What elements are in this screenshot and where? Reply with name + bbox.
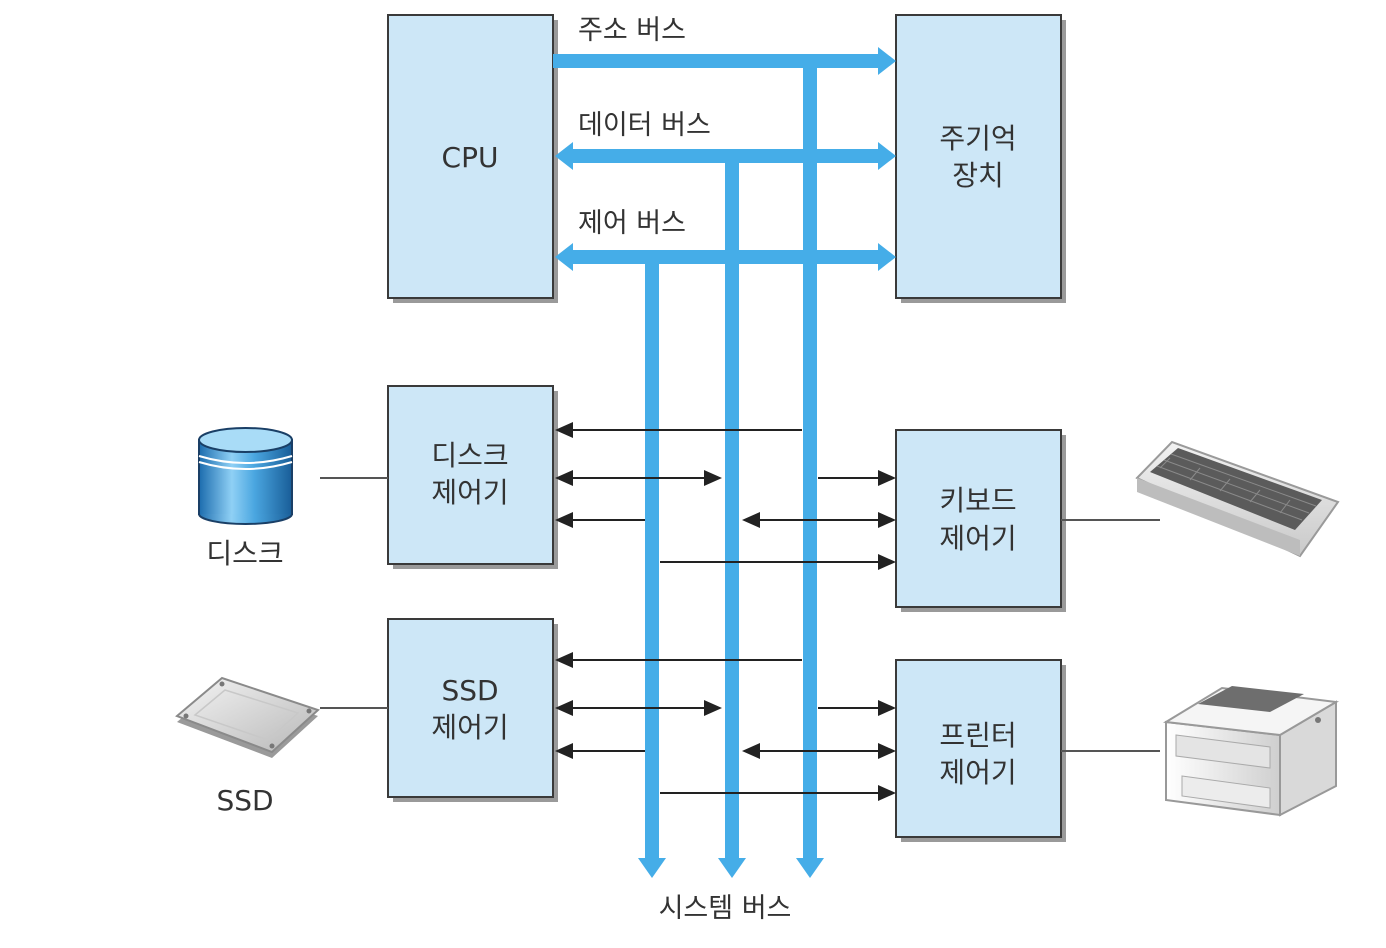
address-bus-label: 주소 버스 bbox=[578, 15, 686, 46]
disk-label: 디스크 bbox=[206, 537, 283, 570]
system-bus-label: 시스템 버스 bbox=[659, 893, 792, 924]
cpu-block: CPU bbox=[387, 14, 558, 303]
data-bus bbox=[555, 142, 896, 878]
ssd-controller-label-line1: SSD bbox=[441, 674, 498, 707]
ssd-drive-icon bbox=[175, 676, 320, 758]
memory-label-line1: 주기억 bbox=[939, 122, 1016, 155]
control-bus-label: 제어 버스 bbox=[578, 208, 686, 239]
printer-controller-block: 프린터 제어기 bbox=[895, 659, 1066, 842]
cpu-label: CPU bbox=[442, 141, 499, 174]
printer-controller-connections bbox=[660, 700, 896, 801]
memory-label-line2: 장치 bbox=[952, 159, 1004, 192]
disk-cylinder-icon bbox=[198, 427, 293, 525]
ssd-label: SSD bbox=[216, 784, 273, 817]
keyboard-controller-block: 키보드 제어기 bbox=[895, 429, 1066, 612]
disk-controller-connections bbox=[555, 422, 802, 528]
ssd-controller-connections bbox=[555, 652, 802, 759]
ssd-controller-label-line2: 제어기 bbox=[431, 711, 508, 744]
printer-icon bbox=[1162, 686, 1340, 817]
printer-controller-label-line1: 프린터 bbox=[939, 719, 1016, 752]
keyboard-controller-label-line2: 제어기 bbox=[939, 522, 1016, 555]
keyboard-controller-connections bbox=[660, 470, 896, 570]
control-bus bbox=[555, 243, 896, 878]
disk-controller-block: 디스크 제어기 bbox=[387, 385, 558, 569]
address-bus bbox=[553, 47, 896, 878]
keyboard-icon bbox=[1135, 440, 1340, 558]
data-bus-label: 데이터 버스 bbox=[578, 110, 711, 141]
disk-controller-label-line2: 제어기 bbox=[431, 476, 508, 509]
memory-block: 주기억 장치 bbox=[895, 14, 1066, 303]
ssd-controller-block: SSD 제어기 bbox=[387, 618, 558, 802]
disk-controller-label-line1: 디스크 bbox=[431, 439, 508, 472]
keyboard-controller-label-line1: 키보드 bbox=[939, 484, 1016, 517]
printer-controller-label-line2: 제어기 bbox=[939, 756, 1016, 789]
